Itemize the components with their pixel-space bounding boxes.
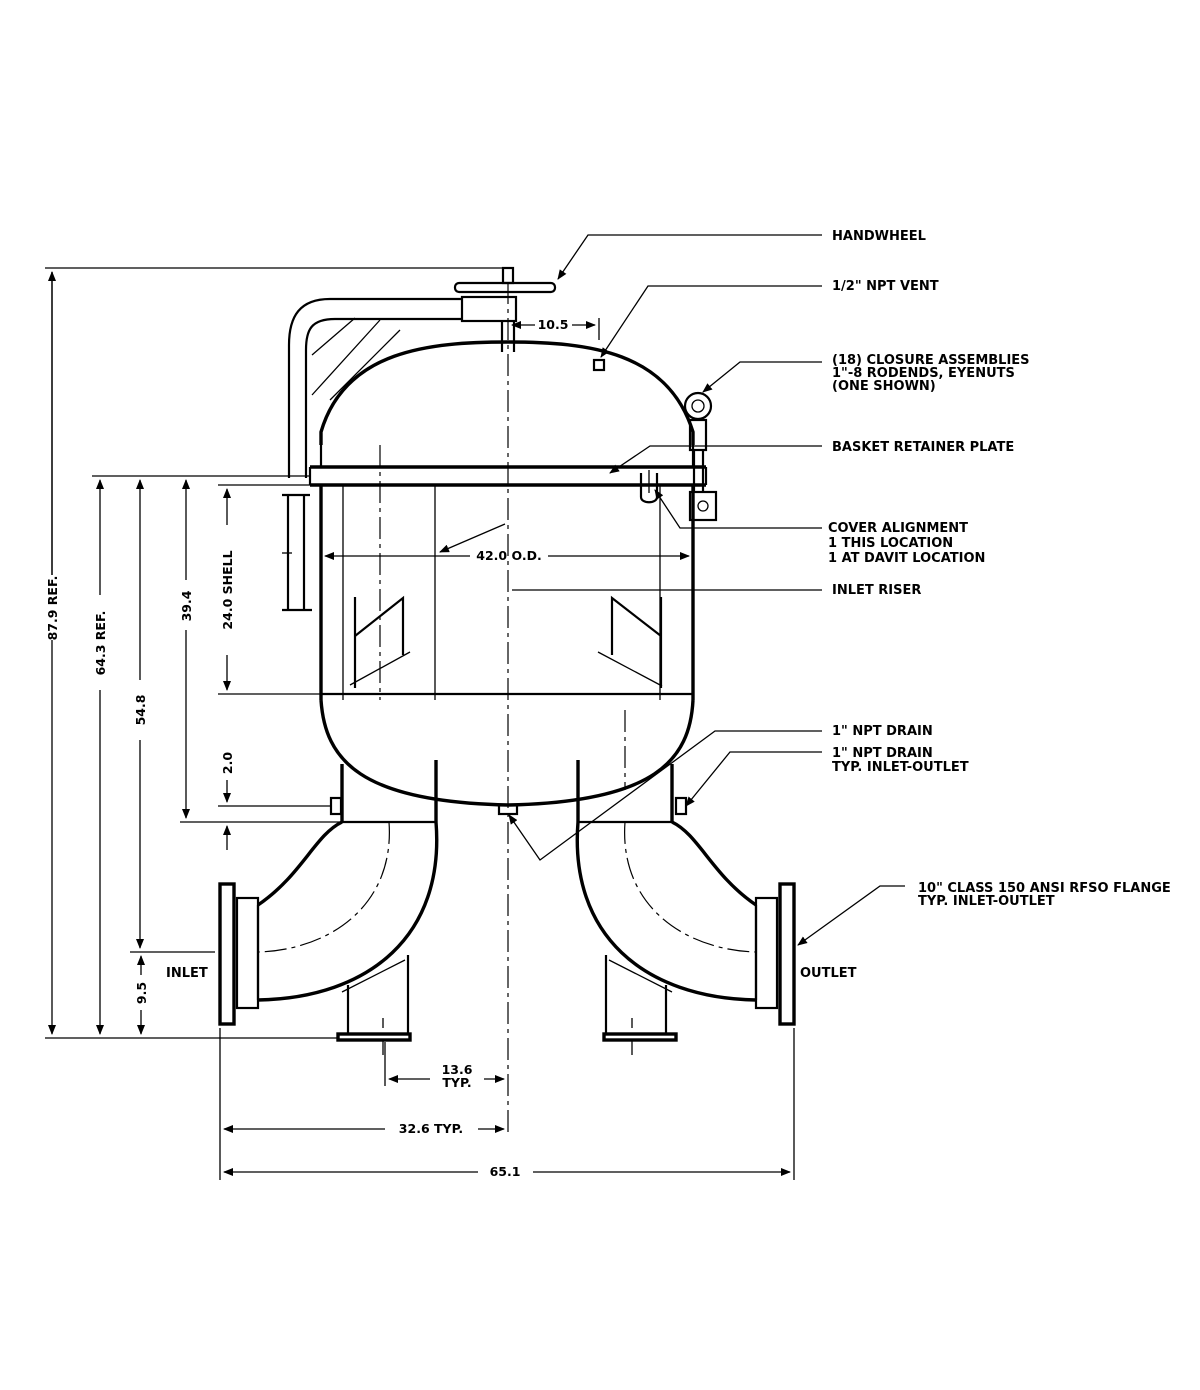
label-drain: 1" NPT DRAIN (832, 724, 933, 739)
leader-lines (508, 234, 905, 946)
label-alignment-1: COVER ALIGNMENT (828, 521, 968, 536)
vessel-body (308, 340, 708, 816)
label-inlet: INLET (166, 966, 208, 981)
dim-95: 9.5 (134, 982, 149, 1004)
dim-leg-spacing: 13.6 (442, 1062, 473, 1077)
dim-overall-height: 87.9 REF. (45, 576, 60, 641)
label-closure-1: (18) CLOSURE ASSEMBLIES (832, 353, 1030, 368)
label-retainer: BASKET RETAINER PLATE (832, 440, 1014, 455)
extension-lines (45, 267, 503, 1039)
outlet-nozzle (575, 760, 796, 1055)
dim-diameter: 42.0 O.D. (476, 548, 541, 563)
closure-assembly (592, 358, 718, 522)
label-closure-3: (ONE SHOWN) (832, 379, 936, 394)
dim-half-width: 32.6 TYP. (399, 1121, 463, 1136)
label-alignment-2: 1 THIS LOCATION (828, 536, 953, 551)
inlet-nozzle (218, 760, 439, 1055)
vertical-dimensions (48, 271, 231, 1035)
label-alignment-3: 1 AT DAVIT LOCATION (828, 551, 985, 566)
label-handwheel: HANDWHEEL (832, 229, 926, 244)
horizontal-dimensions (219, 318, 795, 1180)
label-riser: INLET RISER (832, 583, 921, 598)
dim-20: 2.0 (220, 752, 235, 774)
dim-overall-width: 65.1 (490, 1164, 521, 1179)
dim-vent-offset: 10.5 (538, 317, 569, 332)
dim-548: 54.8 (133, 695, 148, 726)
label-drain-typ-1: 1" NPT DRAIN (832, 746, 933, 761)
label-drain-typ-2: TYP. INLET-OUTLET (832, 760, 969, 775)
label-closure-2: 1"-8 RODENDS, EYENUTS (832, 366, 1015, 381)
basket-internals (342, 445, 663, 790)
label-vent: 1/2" NPT VENT (832, 279, 939, 294)
label-outlet: OUTLET (800, 966, 857, 981)
dim-leg-spacing-typ: TYP. (442, 1075, 471, 1090)
handwheel-assembly (282, 266, 557, 612)
label-flange-2: TYP. INLET-OUTLET (918, 894, 1055, 909)
dim-shell: 24.0 SHELL (220, 550, 235, 629)
dim-394: 39.4 (179, 590, 194, 621)
dim-flange-height: 64.3 REF. (93, 611, 108, 676)
label-flange-1: 10" CLASS 150 ANSI RFSO FLANGE (918, 881, 1171, 896)
